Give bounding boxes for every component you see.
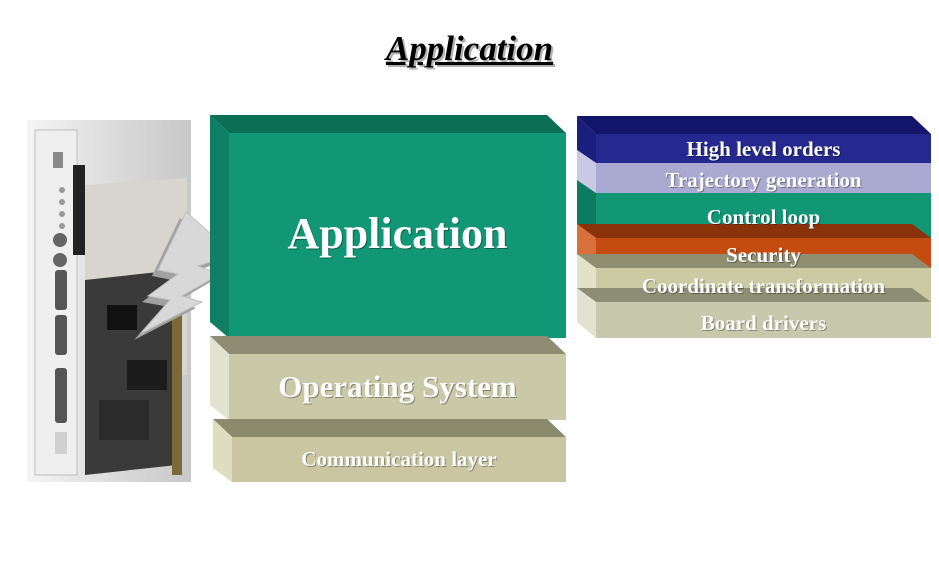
page-title: Application [385, 29, 554, 68]
board-drivers-label: Board drivers [700, 311, 827, 335]
security-label: Security [726, 243, 801, 267]
communication-layer-label: Communication layer [301, 447, 497, 471]
high-level-orders-label: High level orders [686, 137, 841, 161]
lightning-bolt-icon [134, 211, 235, 340]
trajectory-generation-label: Trajectory generation [665, 168, 862, 192]
coordinate-transformation-label: Coordinate transformation [641, 274, 886, 298]
operating-system-layer-label: Operating System [278, 369, 517, 404]
control-loop-label: Control loop [706, 205, 821, 229]
application-layer-label: Application [287, 209, 508, 258]
